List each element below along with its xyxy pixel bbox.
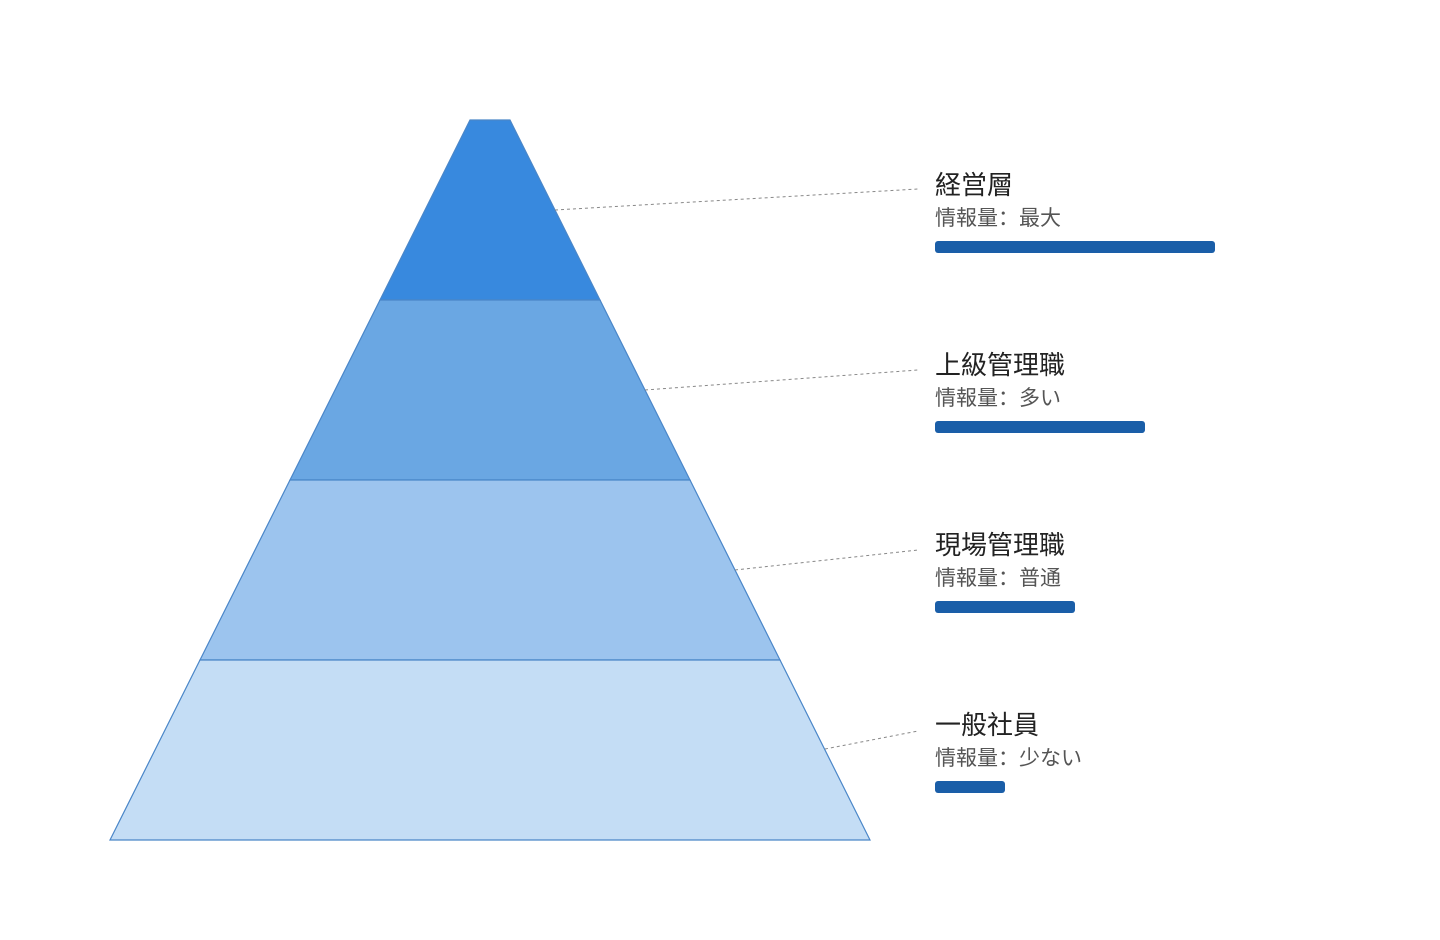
layer-title: 経営層 (935, 171, 1014, 201)
info-separator: ： (998, 566, 1019, 590)
info-separator: ： (998, 386, 1019, 410)
info-amount-text: 情報量：少ない (935, 743, 1355, 773)
info-value: 普通 (1019, 566, 1061, 590)
layer-label-general-staff: 一般社員 情報量：少ない (935, 709, 1355, 793)
info-amount-bar (935, 241, 1215, 253)
info-amount-text: 情報量：最大 (935, 203, 1355, 233)
info-amount-bar (935, 421, 1145, 433)
layer-title: 上級管理職 (935, 351, 1066, 381)
info-amount-text: 情報量：普通 (935, 563, 1355, 593)
info-label: 情報量 (935, 206, 998, 230)
info-label: 情報量 (935, 386, 998, 410)
pyramid-tier-general-staff (109, 659, 871, 841)
pyramid-tier-senior-managers (289, 299, 691, 481)
layer-title: 一般社員 (935, 711, 1040, 741)
layer-label-line-managers: 現場管理職 情報量：普通 (935, 529, 1355, 613)
layer-title: 現場管理職 (935, 531, 1066, 561)
info-label: 情報量 (935, 566, 998, 590)
info-value: 多い (1019, 386, 1061, 410)
info-amount-bar (935, 601, 1075, 613)
leader-line-general-staff (824, 730, 919, 750)
layer-label-senior-managers: 上級管理職 情報量：多い (935, 349, 1355, 433)
layer-label-executives: 経営層 情報量：最大 (935, 169, 1355, 253)
pyramid-tier-line-managers (199, 479, 781, 661)
pyramid-tier-executives (379, 119, 601, 301)
info-separator: ： (998, 746, 1019, 770)
info-label: 情報量 (935, 746, 998, 770)
info-separator: ： (998, 206, 1019, 230)
info-amount-text: 情報量：多い (935, 383, 1355, 413)
info-value: 少ない (1019, 746, 1082, 770)
leader-line-executives (554, 188, 919, 211)
info-amount-bar (935, 781, 1005, 793)
leader-line-senior-managers (644, 369, 919, 391)
info-value: 最大 (1019, 206, 1061, 230)
leader-line-line-managers (734, 549, 919, 571)
